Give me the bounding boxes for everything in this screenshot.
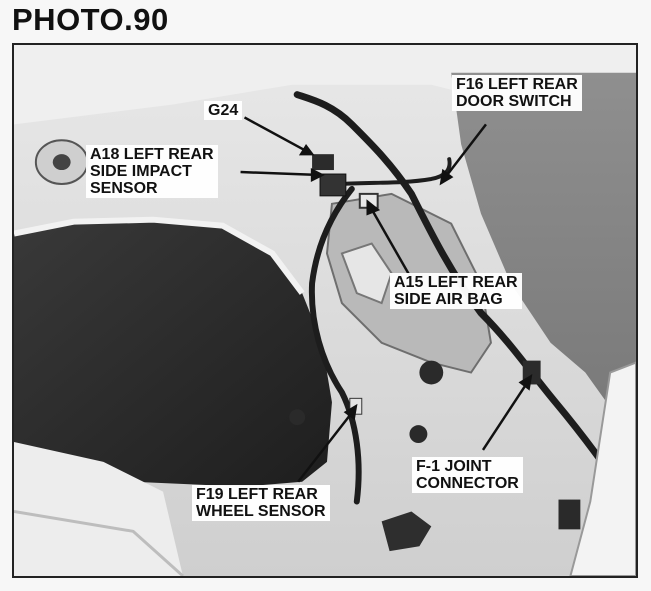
callout-line: SIDE AIR BAG [394, 291, 503, 308]
figure-title: PHOTO.90 [12, 2, 169, 37]
callout-line: DOOR SWITCH [456, 93, 572, 110]
leader-a15 [368, 205, 411, 276]
floor-panel [14, 442, 183, 576]
callout-line: A15 LEFT REAR [394, 274, 518, 291]
callout-line: SIDE IMPACT [90, 163, 192, 180]
g24-ground-connector [312, 154, 334, 171]
air-bag-cutout [340, 242, 393, 305]
arrowhead-a18 [310, 168, 325, 182]
door-switch-lead [339, 157, 452, 186]
wheel-housing-liner [14, 219, 332, 487]
liner-edge [14, 216, 305, 295]
callout-line: F16 LEFT REAR [456, 76, 578, 93]
floor-edge [14, 510, 184, 576]
callout-f16-door-switch: F16 LEFT REAR DOOR SWITCH [452, 75, 582, 111]
callout-line: CONNECTOR [416, 475, 519, 492]
arrowhead-f16 [439, 168, 454, 186]
leader-a18 [240, 170, 321, 177]
callout-a18-side-impact-sensor: A18 LEFT REAR SIDE IMPACT SENSOR [86, 145, 218, 198]
vehicle-photo-illustration [14, 45, 636, 576]
arrowhead-f1 [518, 374, 533, 391]
leader-f16 [442, 123, 487, 181]
leader-g24 [243, 116, 313, 156]
callout-line: WHEEL SENSOR [196, 503, 326, 520]
callout-line: G24 [208, 102, 239, 119]
lower-bracket [381, 511, 432, 552]
door-opening [451, 72, 636, 408]
callout-line: SENSOR [90, 180, 158, 197]
callout-a15-side-air-bag: A15 LEFT REAR SIDE AIR BAG [390, 273, 522, 309]
grommet [289, 409, 306, 426]
wiring-harness-branch [308, 185, 362, 505]
arrowhead-a15 [366, 199, 381, 216]
grommet [419, 360, 444, 385]
leader-f19 [297, 409, 355, 483]
side-impact-sensor-connector [319, 173, 347, 197]
leader-lines [240, 116, 533, 483]
arrowhead-f19 [343, 403, 358, 421]
strut-base [558, 499, 581, 530]
grommet [409, 425, 428, 444]
callout-f1-joint-connector: F-1 JOINT CONNECTOR [412, 457, 523, 493]
callout-line: F19 LEFT REAR [196, 486, 318, 503]
callout-g24: G24 [204, 101, 243, 120]
leader-f1 [481, 379, 530, 451]
vehicle-photo: G24 A18 LEFT REAR SIDE IMPACT SENSOR F16… [12, 43, 638, 578]
callout-f19-wheel-sensor: F19 LEFT REAR WHEEL SENSOR [192, 485, 330, 521]
callout-line: F-1 JOINT [416, 458, 492, 475]
arrowhead-g24 [298, 144, 315, 156]
mount-bolt [52, 154, 71, 171]
strut-cover [569, 361, 636, 576]
callout-line: A18 LEFT REAR [90, 146, 214, 163]
